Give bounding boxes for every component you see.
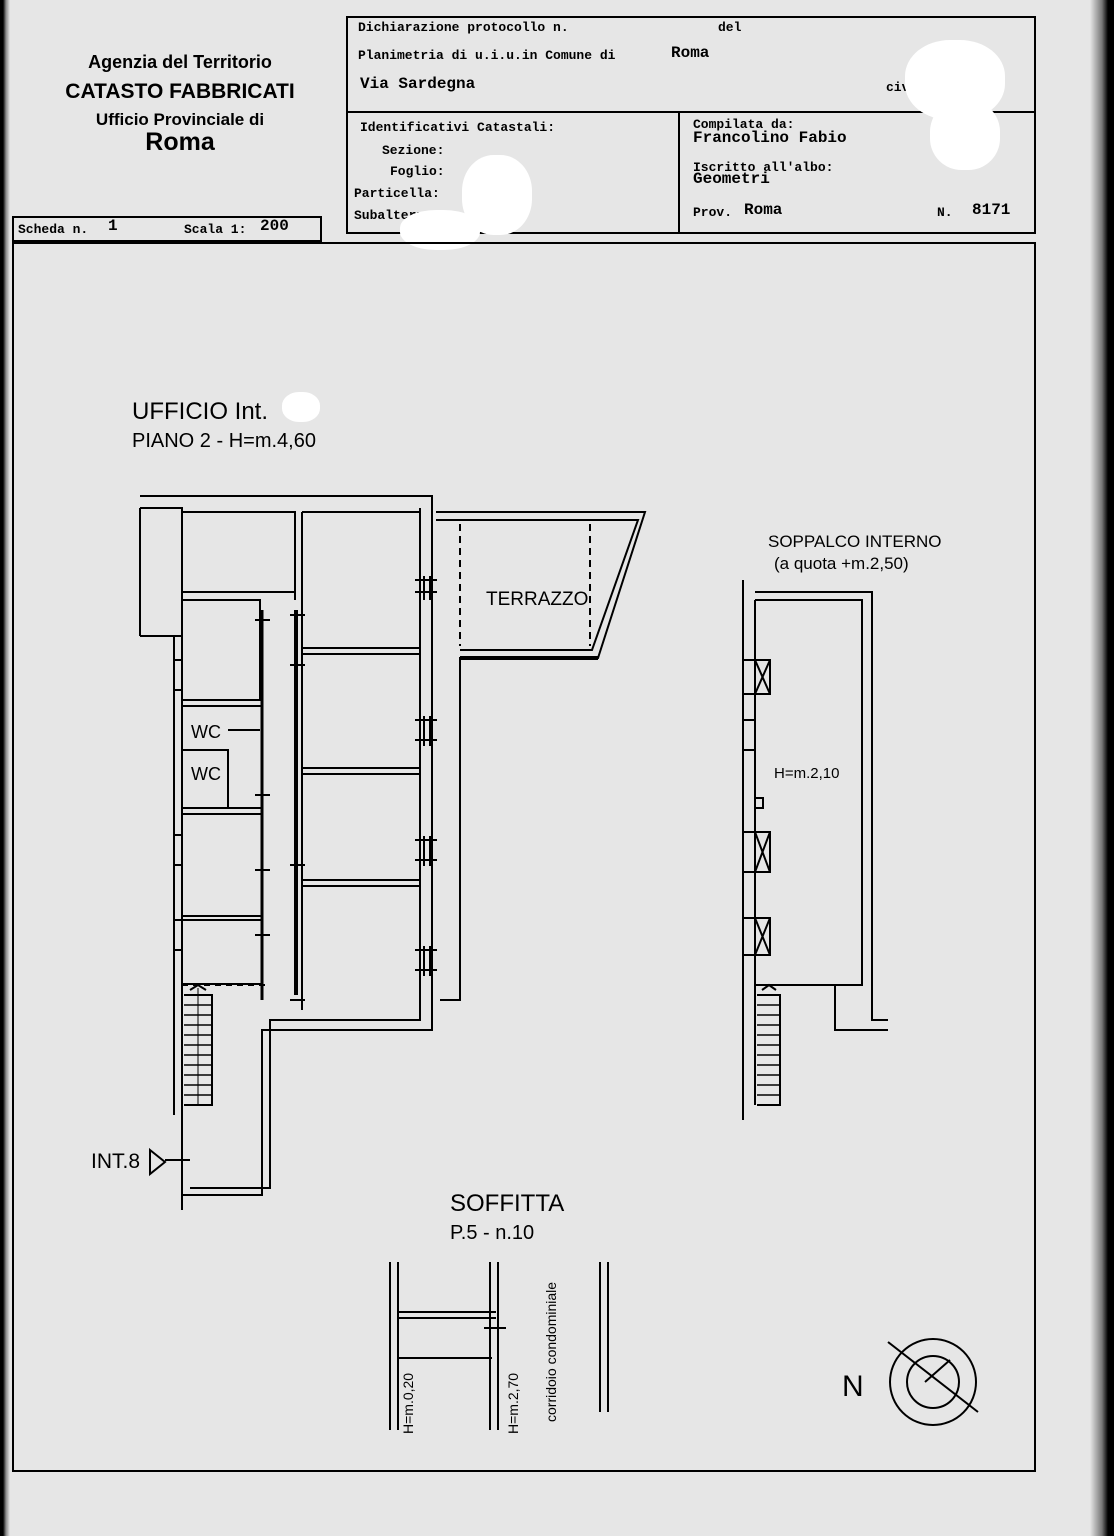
soppalco-subtitle: (a quota +m.2,50): [774, 554, 909, 573]
ufficio-subtitle: PIANO 2 - H=m.4,60: [132, 430, 316, 452]
compilata-name: Francolino Fabio: [693, 129, 847, 147]
ufficio-provinciale: Ufficio Provinciale di: [95, 110, 265, 129]
agency-city: Roma: [145, 128, 215, 156]
scala-value: 200: [260, 217, 289, 235]
civ-label: civ: [886, 80, 910, 95]
north-label: N: [842, 1370, 864, 1403]
ufficio-title: UFFICIO Int.: [132, 398, 269, 425]
scheda-value: 1: [108, 217, 118, 235]
header-table: [346, 16, 1036, 234]
drawing-frame: [12, 242, 1036, 1472]
planimetria-label: Planimetria di u.i.u.in Comune di: [358, 48, 616, 63]
n-label: N.: [937, 205, 953, 220]
terrazzo-label: TERRAZZO: [486, 589, 589, 610]
soppalco-height: H=m.2,10: [774, 765, 840, 782]
wc-label-2: WC: [191, 764, 221, 784]
comune-value: Roma: [671, 44, 710, 62]
corridoio-text: corridoio condominiale: [543, 1281, 559, 1422]
address-value: Via Sardegna: [360, 75, 476, 93]
identificativi-title: Identificativi Catastali:: [360, 120, 556, 135]
soffitta-subtitle: P.5 - n.10: [450, 1222, 535, 1244]
scheda-label: Scheda n.: [18, 222, 89, 237]
protocollo-label: Dichiarazione protocollo n.: [358, 20, 569, 35]
foglio-label: Foglio:: [390, 164, 445, 179]
wc-label-1: WC: [191, 722, 221, 742]
prov-label: Prov.: [693, 205, 733, 220]
compilata-label: Compilata da:: [693, 117, 795, 132]
particella-label: Particella:: [354, 186, 440, 201]
scheda-box: [12, 216, 322, 242]
catasto-title: CATASTO FABBRICATI: [65, 80, 295, 103]
scala-label: Scala 1:: [184, 222, 247, 237]
scan-edge-left: [0, 0, 10, 1536]
header-divider-v: [678, 111, 680, 234]
scan-edge-right: [1090, 0, 1114, 1536]
albo-label: Iscritto all'albo:: [693, 160, 834, 175]
albo-value: Geometri: [693, 170, 770, 188]
soffitta-title: SOFFITTA: [450, 1190, 565, 1217]
n-value: 8171: [972, 201, 1011, 219]
agency-name: Agenzia del Territorio: [88, 52, 272, 72]
soffitta-h-020-text: H=m.0,20: [400, 1372, 416, 1434]
redaction-interno: [282, 392, 320, 422]
header-divider-h: [346, 111, 1036, 113]
redaction-civico-2: [930, 100, 1000, 170]
int8-label: INT.8: [91, 1150, 141, 1173]
soffitta-h-270-text: H=m.2,70: [505, 1372, 521, 1434]
del-label: del: [718, 20, 742, 35]
sezione-label: Sezione:: [382, 143, 445, 158]
prov-value: Roma: [744, 201, 783, 219]
soppalco-title: SOPPALCO INTERNO: [768, 532, 942, 551]
